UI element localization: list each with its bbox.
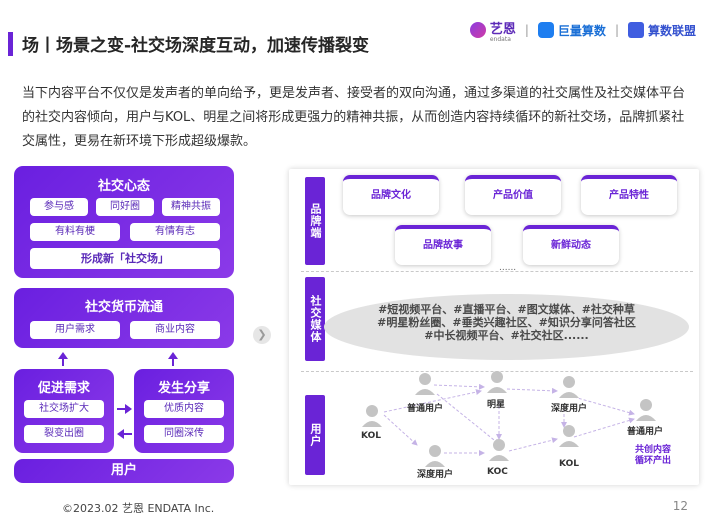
section-divider (301, 271, 693, 272)
arrow-right-icon (125, 404, 132, 414)
suanshu-logo-text: 算数联盟 (647, 23, 696, 38)
suanshu-logo: 算数联盟 (627, 22, 696, 39)
share-panel: 发生分享 优质内容 同圈深传 (134, 369, 234, 453)
person-icon (559, 425, 579, 447)
person-icon (559, 376, 579, 398)
brand-card: 产品特性 (581, 175, 677, 215)
person-icon (487, 371, 507, 393)
mindset-panel: 社交心态 参与感 同好圈 精神共振 有料有梗 有情有志 形成新「社交场」 (14, 166, 234, 278)
currency-item: 用户需求 (30, 321, 120, 339)
chevron-right-icon: ❯ (253, 326, 271, 344)
share-item: 同圈深传 (144, 425, 224, 443)
arrow-left-icon (117, 429, 124, 439)
media-line: #中长视频平台、#社交社区...... (424, 329, 589, 342)
media-side-tag: 社交媒体 (305, 277, 325, 361)
demand-panel: 促进需求 社交场扩大 裂变出圈 (14, 369, 114, 453)
network-node-label: 普通用户 (627, 427, 664, 437)
network-link (508, 437, 558, 452)
brand-card: 品牌故事 (395, 225, 491, 265)
brand-card: 产品价值 (465, 175, 561, 215)
person-icon (415, 373, 435, 395)
brand-side-tag: 品牌端 (305, 177, 325, 265)
logo-separator: | (614, 23, 619, 37)
person-icon (489, 439, 509, 461)
logo-separator: | (524, 23, 529, 37)
title-accent-bar (8, 32, 13, 56)
arrow-stem (117, 408, 125, 410)
mindset-item: 有情有志 (130, 223, 220, 241)
arrow-up-icon (168, 352, 178, 359)
demand-title: 促进需求 (37, 381, 90, 396)
user-title: 用户 (110, 463, 137, 478)
partner-logos: 艺恩 endata | 巨量算数 | 算数联盟 (469, 18, 696, 43)
network-link (506, 387, 558, 394)
network-note-line: 循环产出 (634, 456, 671, 466)
person-icon (362, 405, 382, 427)
network-link (573, 417, 635, 438)
network-node-label: 普通用户 (407, 404, 444, 414)
footer-copyright: ©2023.02 艺恩 ENDATA Inc. (62, 502, 215, 515)
page-number: 12 (672, 499, 688, 513)
network-node-label: 深度用户 (417, 470, 454, 480)
mindset-result: 形成新「社交场」 (30, 248, 220, 269)
brand-card: 品牌文化 (343, 175, 439, 215)
mindset-title: 社交心态 (97, 179, 150, 194)
network-link (436, 393, 500, 445)
network-note: 共创内容 循环产出 (623, 445, 683, 467)
person-icon (636, 399, 656, 421)
juliang-logo-icon (537, 22, 554, 38)
network-node-label: 明星 (487, 400, 506, 410)
share-title: 发生分享 (157, 381, 210, 396)
mindset-item: 同好圈 (96, 198, 154, 216)
share-item: 优质内容 (144, 400, 224, 418)
endata-logo-icon (469, 22, 486, 38)
user-network-diagram (362, 371, 656, 467)
network-link (433, 383, 485, 390)
user-side-tag: 用户 (305, 395, 325, 475)
social-ecosystem-panel: 品牌端 社交媒体 用户 品牌文化 产品价值 产品特性 品牌故事 新鲜动态 ...… (289, 169, 699, 485)
mindset-item: 精神共振 (162, 198, 220, 216)
juliang-logo: 巨量算数 (537, 22, 606, 39)
suanshu-logo-icon (627, 22, 644, 38)
demand-item: 裂变出圈 (24, 425, 104, 443)
arrow-stem (124, 433, 132, 435)
endata-logo-text: 艺恩 (489, 21, 516, 37)
mindset-item: 有料有梗 (30, 223, 120, 241)
network-node-label: KOL (361, 431, 381, 441)
demand-item: 社交场扩大 (24, 400, 104, 418)
page-title: 场丨场景之变-社交场深度互动，加速传播裂变 (22, 36, 370, 56)
network-link (383, 414, 418, 446)
currency-title: 社交货币流通 (84, 300, 163, 315)
network-link (573, 396, 635, 416)
network-link (383, 389, 482, 413)
network-note-line: 共创内容 (634, 445, 671, 455)
mindset-item: 参与感 (30, 198, 88, 216)
juliang-logo-text: 巨量算数 (557, 23, 606, 38)
arrow-up-icon (58, 352, 68, 359)
person-icon (425, 445, 445, 467)
currency-item: 商业内容 (130, 321, 220, 339)
media-ellipse (324, 294, 689, 360)
brand-ellipsis: ...... (499, 263, 517, 273)
endata-logo-sub: endata (489, 35, 511, 43)
user-panel: 用户 (14, 459, 234, 483)
brand-card: 新鲜动态 (523, 225, 619, 265)
intro-paragraph: 当下内容平台不仅仅是发声者的单向给予，更是发声者、接受者的双向沟通，通过多渠道的… (22, 86, 686, 149)
media-line: #明星粉丝圈、#垂类兴趣社区、#知识分享问答社区 (377, 316, 636, 329)
arrow-stem (62, 359, 64, 366)
media-line: #短视频平台、#直播平台、#图文媒体、#社交种草 (378, 303, 635, 316)
media-text: #短视频平台、#直播平台、#图文媒体、#社交种草 #明星粉丝圈、#垂类兴趣社区、… (324, 303, 689, 342)
endata-logo: 艺恩 endata (469, 18, 516, 43)
network-node-label: KOC (487, 467, 508, 477)
network-node-label: 深度用户 (551, 404, 588, 414)
currency-panel: 社交货币流通 用户需求 商业内容 (14, 288, 234, 348)
arrow-stem (172, 359, 174, 366)
network-node-label: KOL (559, 459, 579, 469)
